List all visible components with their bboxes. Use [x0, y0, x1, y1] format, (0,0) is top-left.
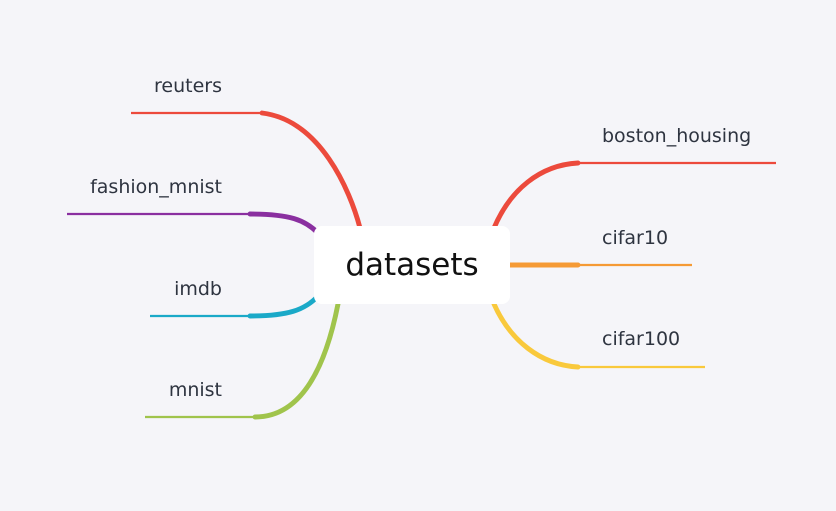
link-fashion-mnist — [247, 211, 321, 236]
branch-label-cifar100[interactable]: cifar100 — [602, 328, 681, 350]
branch-label-fashion-mnist[interactable]: fashion_mnist — [90, 176, 222, 198]
link-cifar100 — [491, 301, 581, 370]
branch-label-imdb[interactable]: imdb — [174, 278, 222, 300]
root-node[interactable]: datasets — [314, 226, 510, 304]
link-boston-housing — [491, 160, 581, 231]
branch-label-mnist[interactable]: mnist — [168, 379, 222, 401]
branch-label-reuters[interactable]: reuters — [154, 75, 222, 97]
link-imdb — [247, 293, 321, 319]
link-mnist — [252, 301, 341, 420]
branch-label-boston-housing[interactable]: boston_housing — [602, 125, 752, 147]
root-label: datasets — [345, 247, 479, 283]
link-reuters — [259, 110, 363, 231]
branch-label-cifar10[interactable]: cifar10 — [602, 227, 669, 249]
